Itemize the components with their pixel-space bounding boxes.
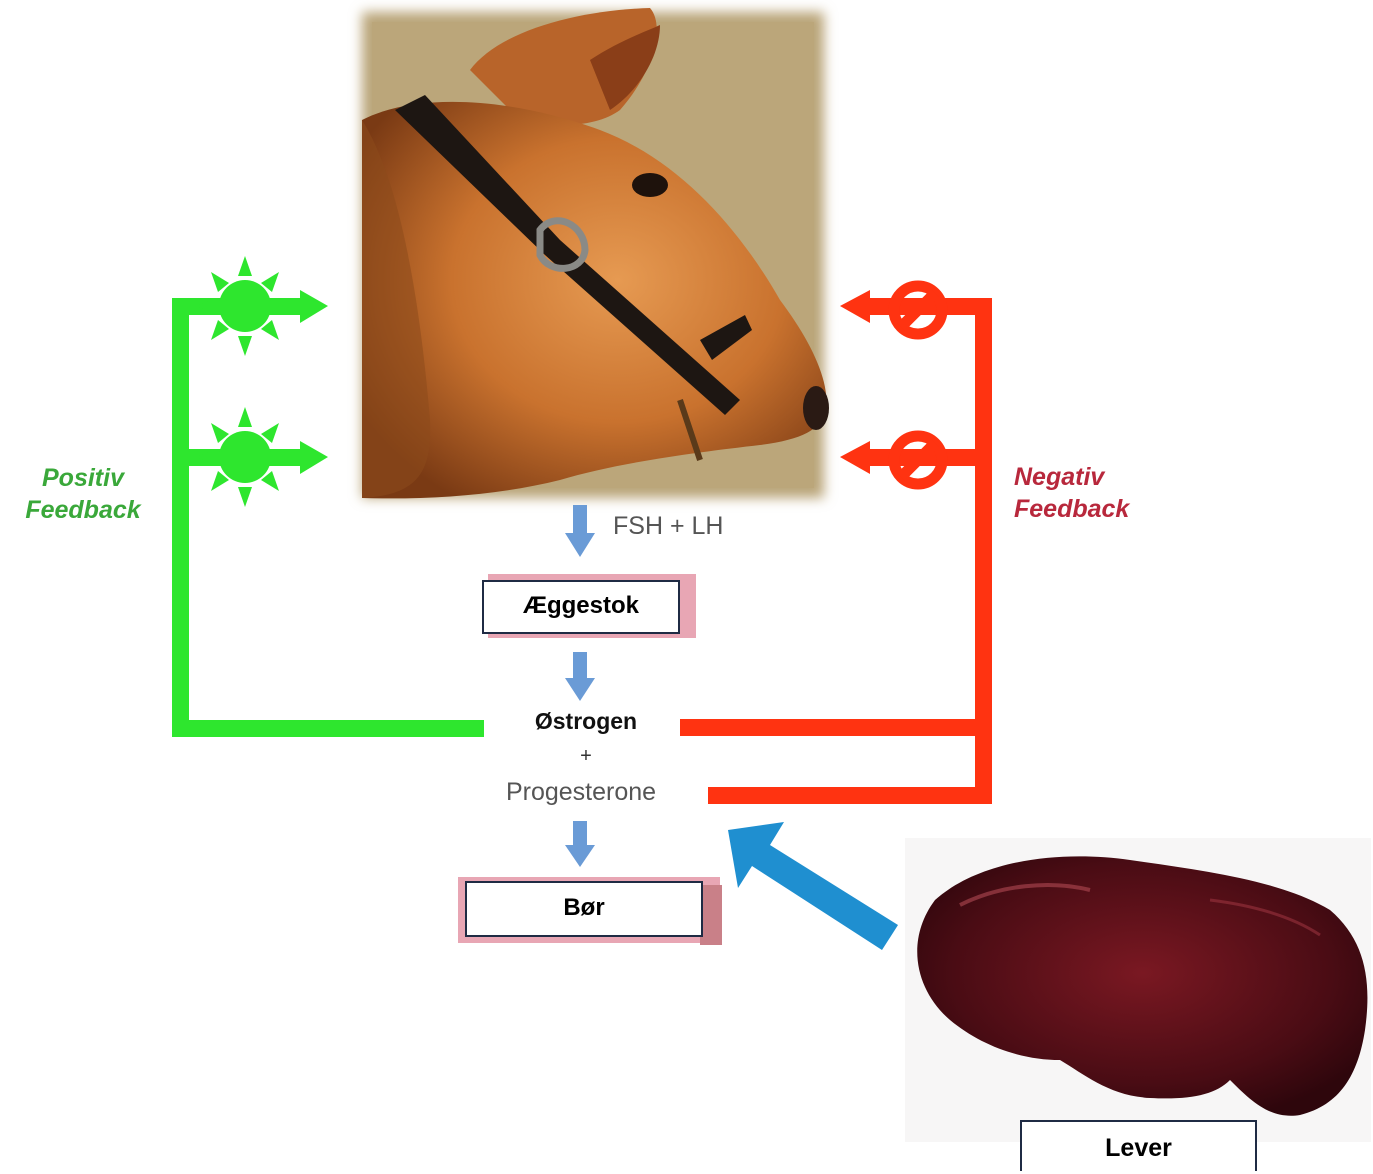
liver-image (905, 838, 1371, 1142)
hormone-progesterone: Progesterone (470, 778, 692, 807)
flow-arrow-down (565, 821, 595, 867)
positive-sun-icon (195, 256, 279, 356)
hormone-fsh-lh: FSH + LH (613, 512, 723, 541)
negative-feedback-label: Negativ Feedback (1014, 461, 1154, 525)
positive-feedback-label: Positiv Feedback (18, 462, 148, 526)
liver-box: Lever (1020, 1120, 1257, 1171)
cow-image (362, 8, 829, 498)
positive-sun-icon (195, 407, 279, 507)
flow-arrow-down (565, 652, 595, 701)
uterus-box: Bør (465, 881, 703, 937)
plus-sign: + (488, 745, 684, 768)
liver-arrow (728, 822, 898, 950)
hormone-estrogen: Østrogen (488, 708, 684, 735)
ovary-box: Æggestok (482, 580, 680, 634)
flow-arrow-down (565, 505, 595, 557)
